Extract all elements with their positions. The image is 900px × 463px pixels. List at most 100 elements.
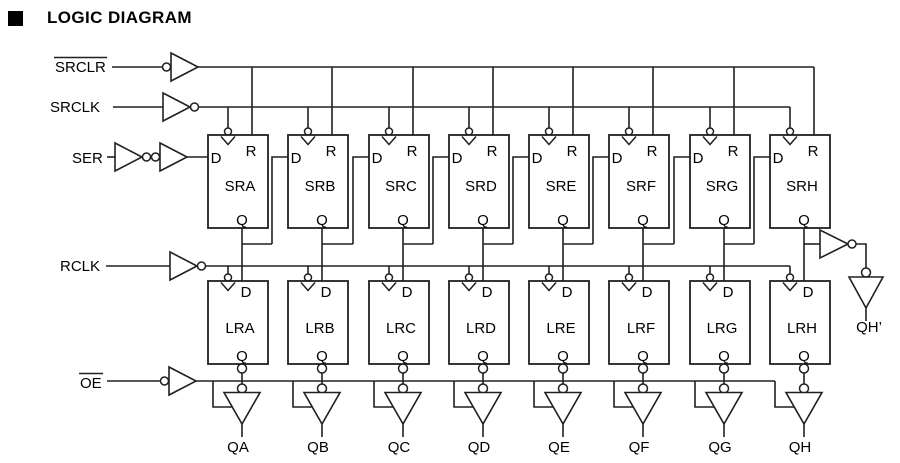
wire (453, 381, 474, 408)
lr-clock-bubble-icon (544, 273, 554, 282)
inverter-bubble-icon (141, 152, 152, 162)
sr-pin-r-label: R (246, 143, 257, 160)
lr-pin-d-label: D (642, 284, 653, 301)
wire (613, 381, 634, 408)
edge-trigger-icon (461, 282, 477, 292)
lr-pin-q-label: Q (798, 348, 810, 365)
lr-cell-label: LRH (787, 320, 817, 337)
lr-pin-q-label: Q (718, 348, 730, 365)
sr-pin-d-label: D (291, 150, 302, 167)
output-buffer-icon (463, 391, 503, 426)
qh-prime-chain: QH’ (819, 228, 885, 336)
output-buffer-icon (623, 391, 663, 426)
lr-clock-bubble-icon (624, 273, 634, 282)
lr-cell-label: LRD (466, 320, 496, 337)
lr-clock-bubble-icon (785, 273, 795, 282)
buffer-input-bubble-icon (316, 383, 328, 394)
lr-pin-q-label: Q (316, 348, 328, 365)
edge-trigger-icon (381, 136, 397, 146)
sr-pin-q-label: Q (477, 212, 489, 229)
sr-cell-box (528, 134, 590, 229)
output-buffer-icon (784, 391, 824, 426)
edge-trigger-icon (220, 136, 236, 146)
sr-cell-label: SRD (465, 178, 497, 195)
output-label: QB (307, 439, 329, 456)
sr-pin-q-label: Q (557, 212, 569, 229)
inverter-bubble-icon (150, 152, 161, 162)
lr-cell-label: LRA (225, 320, 254, 337)
lr-pin-q-label: Q (236, 348, 248, 365)
edge-trigger-icon (461, 136, 477, 146)
output-buffer-icon (543, 391, 583, 426)
lr-cell-label: LRF (627, 320, 655, 337)
wire (352, 156, 369, 244)
sr-clock-bubble-icon (464, 127, 474, 136)
sr-cell-label: SRB (305, 178, 336, 195)
wire (373, 381, 394, 408)
wire (432, 156, 449, 244)
edge-trigger-icon (541, 282, 557, 292)
output-buffer-icon (222, 391, 262, 426)
buffer-input-bubble-icon (798, 383, 810, 394)
sr-clock-bubble-icon (223, 127, 233, 136)
lr-pin-q-label: Q (397, 348, 409, 365)
section-bullet-icon (8, 10, 23, 26)
lr-pin-d-label: D (321, 284, 332, 301)
edge-trigger-icon (541, 136, 557, 146)
lr-pin-d-label: D (723, 284, 734, 301)
wire (512, 156, 529, 244)
wire (271, 156, 288, 244)
sr-pin-r-label: R (567, 143, 578, 160)
sr-clock-bubble-icon (384, 127, 394, 136)
lr-cell-box (368, 280, 430, 365)
q-output-bubble-icon (798, 363, 810, 374)
sr-pin-d-label: D (532, 150, 543, 167)
sr-clock-bubble-icon (705, 127, 715, 136)
lr-cell-box (207, 280, 269, 365)
buffer-icon (169, 250, 199, 282)
input-srclr: SRCLR (54, 51, 814, 83)
sr-cell-label: SRC (385, 178, 417, 195)
sr-cell-box (207, 134, 269, 229)
buffer-icon (819, 228, 850, 260)
wire (212, 381, 233, 408)
output-label: QG (708, 439, 731, 456)
inverter-bubble-icon (189, 102, 200, 112)
page-title: LOGIC DIAGRAM (47, 8, 192, 27)
edge-trigger-icon (702, 136, 718, 146)
output-label: QF (629, 439, 650, 456)
sr-cell-label: SRG (706, 178, 739, 195)
sr-cell-box (769, 134, 831, 229)
inverter-bubble-icon (159, 376, 170, 386)
output-label: QE (548, 439, 570, 456)
q-output-bubble-icon (637, 363, 649, 374)
wire (694, 381, 715, 408)
lr-pin-d-label: D (402, 284, 413, 301)
edge-trigger-icon (300, 136, 316, 146)
lr-cell-box (608, 280, 670, 365)
q-output-bubble-icon (718, 363, 730, 374)
buffer-icon (159, 141, 189, 173)
lr-cell-label: LRE (546, 320, 575, 337)
sr-pin-q-label: Q (236, 212, 248, 229)
q-output-bubble-icon (557, 363, 569, 374)
lr-clock-bubble-icon (464, 273, 474, 282)
lr-pin-d-label: D (482, 284, 493, 301)
sr-pin-d-label: D (612, 150, 623, 167)
lr-pin-d-label: D (241, 284, 252, 301)
output-buffer-icon (704, 391, 744, 426)
sr-cell-label: SRE (546, 178, 577, 195)
sr-cell-box (287, 134, 349, 229)
srclk-label: SRCLK (50, 99, 100, 116)
sr-pin-q-label: Q (397, 212, 409, 229)
lr-cell-box (448, 280, 510, 365)
buffer-input-bubble-icon (236, 383, 248, 394)
sr-cell-box (368, 134, 430, 229)
